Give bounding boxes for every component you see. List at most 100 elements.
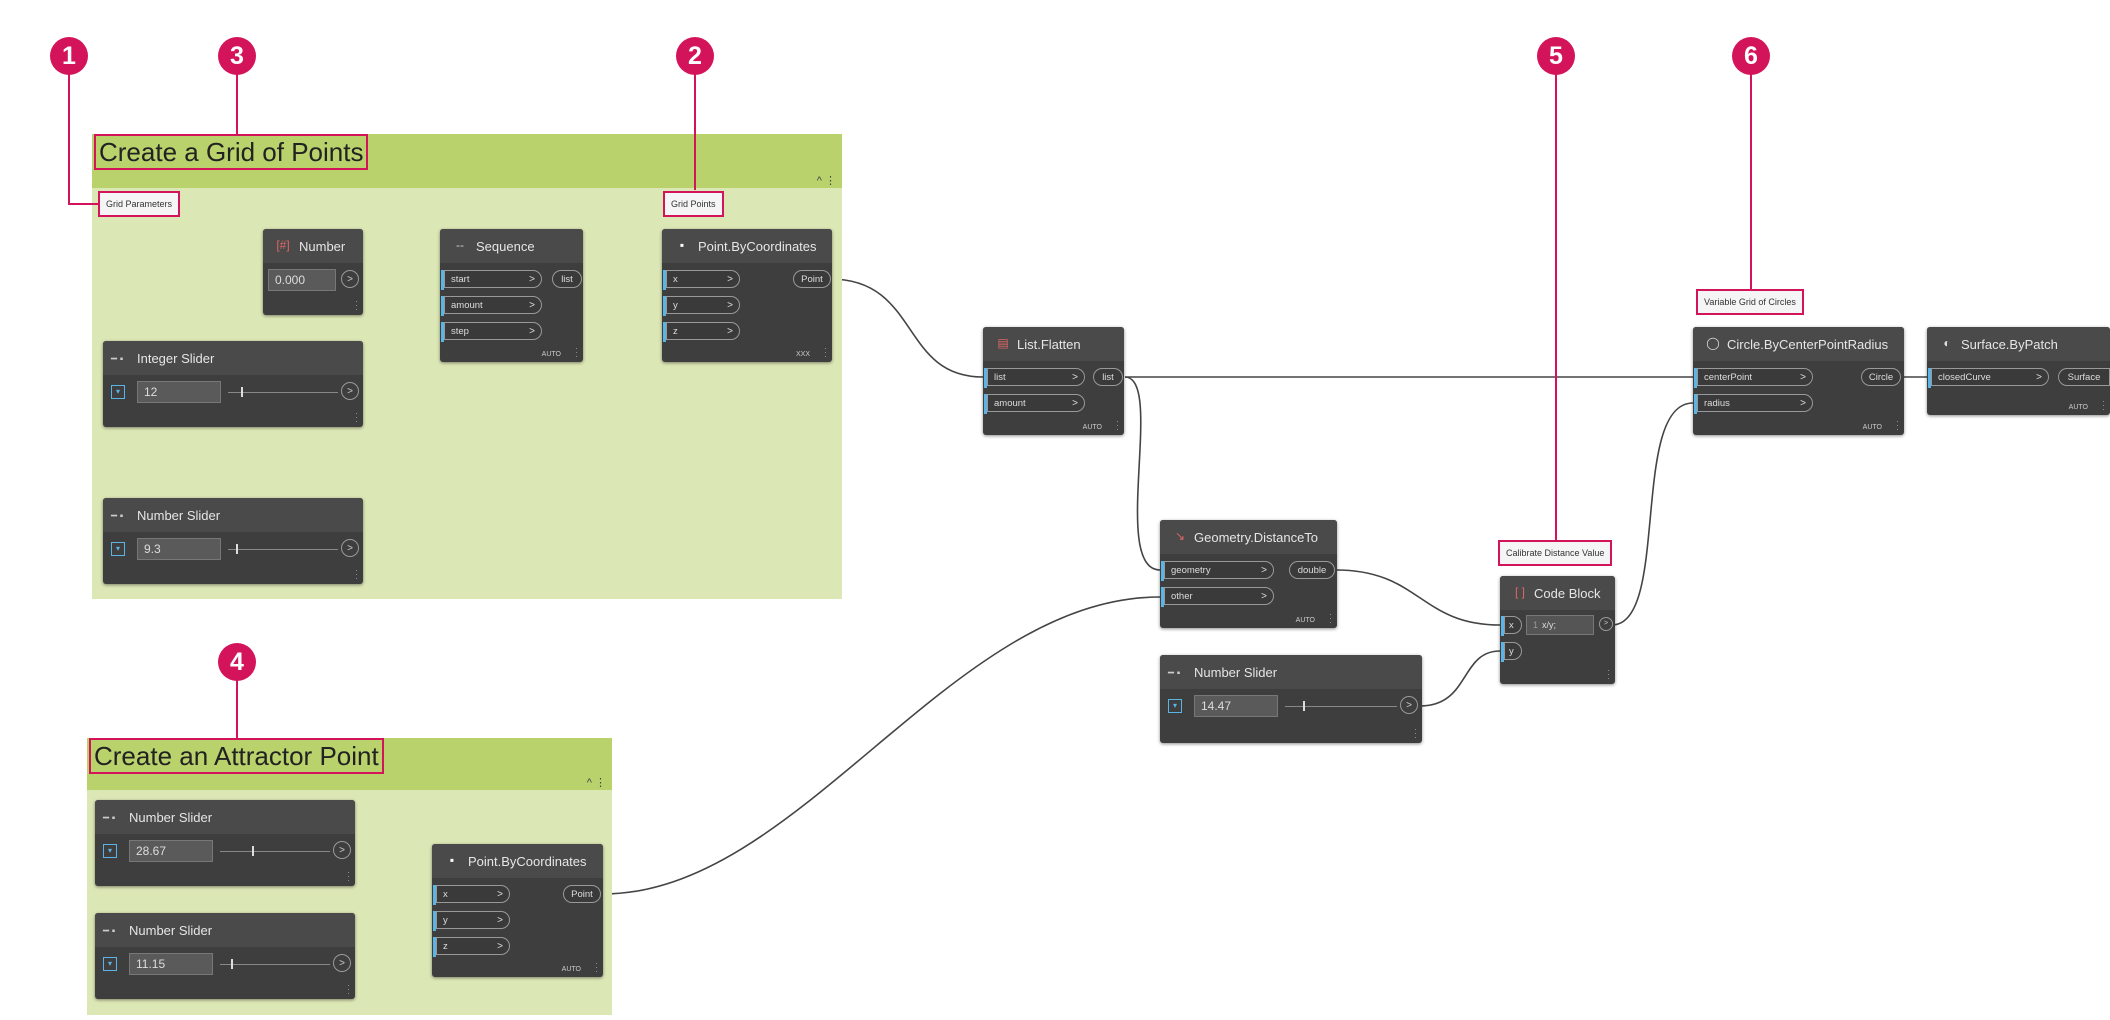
slider-track[interactable] [1285,706,1397,707]
point-by-coordinates-grid-node[interactable]: ▪ Point.ByCoordinates x> y> z> Point XXX… [662,229,832,362]
output-port[interactable]: > [341,270,359,288]
dropdown-expander-icon[interactable]: ▾ [111,385,125,399]
input-port-amount[interactable]: amount> [984,394,1085,414]
node-menu-dots-icon[interactable]: ··· [1414,724,1417,742]
node-menu-dots-icon[interactable]: ··· [575,343,578,361]
lacing-label[interactable]: XXX [795,351,810,358]
dropdown-expander-icon[interactable]: ▾ [1168,699,1182,713]
slider-value-input[interactable]: 11.15 [129,953,213,975]
node-menu-dots-icon[interactable]: ··· [347,867,350,885]
group-title-grid-of-points[interactable]: Create a Grid of Points [94,134,369,170]
input-port-y[interactable]: y [1501,642,1522,662]
input-port-x[interactable]: x> [663,270,740,290]
input-port-radius[interactable]: radius> [1694,394,1813,414]
output-port-list[interactable]: list [552,270,582,288]
input-port-closedcurve[interactable]: closedCurve> [1928,368,2049,388]
surface-by-patch-node[interactable]: ◐ Surface.ByPatch closedCurve> Surface A… [1927,327,2110,415]
output-port-point[interactable]: Point [793,270,831,288]
slider-track[interactable] [228,392,338,393]
node-menu-dots-icon[interactable]: ··· [347,980,350,998]
output-port-list[interactable]: list [1093,368,1123,386]
input-port-list[interactable]: list> [984,368,1085,388]
geometry-distance-to-node[interactable]: ↘ Geometry.DistanceTo geometry> other> d… [1160,520,1337,628]
slider-thumb[interactable] [252,846,254,856]
note-calibrate-distance[interactable]: Calibrate Distance Value [1498,540,1613,566]
node-menu-dots-icon[interactable]: ··· [2102,396,2105,414]
slider-thumb[interactable] [231,959,233,969]
integer-slider-node[interactable]: ━ ▪ Integer Slider ▾ 12 > ··· [103,341,363,427]
input-port-geometry[interactable]: geometry> [1161,561,1274,581]
node-header[interactable]: ━ ▪ Number Slider [95,800,355,834]
number-slider-calibrate-node[interactable]: ━ ▪ Number Slider ▾ 14.47 > ··· [1160,655,1422,743]
output-port[interactable]: > [341,539,359,557]
input-port-amount[interactable]: amount> [441,296,542,316]
node-header[interactable]: ━ ▪ Integer Slider [103,341,363,375]
slider-thumb[interactable] [1303,701,1305,711]
input-port-x[interactable]: x [1501,616,1522,636]
output-port-point[interactable]: Point [563,885,601,903]
slider-value-input[interactable]: 12 [137,381,221,403]
node-menu-dots-icon[interactable]: ··· [1116,416,1119,434]
node-menu-dots-icon[interactable]: ··· [355,565,358,583]
output-port[interactable]: > [1400,696,1418,714]
node-menu-dots-icon[interactable]: ··· [1607,665,1610,683]
dropdown-expander-icon[interactable]: ▾ [103,844,117,858]
group-title-attractor-point[interactable]: Create an Attractor Point [89,738,384,774]
node-header[interactable]: [ ] Code Block [1500,576,1615,610]
sequence-node[interactable]: -- Sequence start> amount> step> list AU… [440,229,583,362]
number-slider-x-node[interactable]: ━ ▪ Number Slider ▾ 28.67 > ··· [95,800,355,886]
note-variable-grid[interactable]: Variable Grid of Circles [1696,289,1804,315]
slider-thumb[interactable] [241,387,243,397]
dropdown-expander-icon[interactable]: ▾ [111,542,125,556]
collapse-caret-icon[interactable]: ^ ⋮ [816,175,836,187]
point-by-coordinates-attractor-node[interactable]: ▪ Point.ByCoordinates x> y> z> Point AUT… [432,844,603,977]
slider-track[interactable] [228,549,338,550]
input-port-y[interactable]: y> [663,296,740,316]
lacing-label[interactable]: AUTO [561,966,581,973]
node-header[interactable]: [#] Number [263,229,363,263]
slider-thumb[interactable] [236,544,238,554]
number-value-input[interactable]: 0.000 [268,269,336,291]
node-header[interactable]: ━ ▪ Number Slider [95,913,355,947]
node-header[interactable]: ━ ▪ Number Slider [1160,655,1422,689]
lacing-label[interactable]: AUTO [1295,617,1315,624]
dropdown-expander-icon[interactable]: ▾ [103,957,117,971]
output-port[interactable]: > [333,841,351,859]
input-port-z[interactable]: z> [433,937,510,957]
input-port-centerpoint[interactable]: centerPoint> [1694,368,1813,388]
node-header[interactable]: ▪ Point.ByCoordinates [432,844,603,878]
input-port-step[interactable]: step> [441,322,542,342]
output-port[interactable]: > [341,382,359,400]
input-port-other[interactable]: other> [1161,587,1274,607]
slider-value-input[interactable]: 28.67 [129,840,213,862]
input-port-start[interactable]: start> [441,270,542,290]
circle-by-center-point-radius-node[interactable]: ◯ Circle.ByCenterPointRadius centerPoint… [1693,327,1904,435]
slider-track[interactable] [220,964,330,965]
node-menu-dots-icon[interactable]: ··· [1329,609,1332,627]
node-menu-dots-icon[interactable]: ··· [824,343,827,361]
input-port-y[interactable]: y> [433,911,510,931]
list-flatten-node[interactable]: ▤ List.Flatten list> amount> list AUTO ·… [983,327,1124,435]
lacing-label[interactable]: AUTO [1082,424,1102,431]
node-header[interactable]: ↘ Geometry.DistanceTo [1160,520,1337,554]
slider-value-input[interactable]: 9.3 [137,538,221,560]
output-port[interactable]: > [1599,617,1613,631]
slider-value-input[interactable]: 14.47 [1194,695,1278,717]
input-port-x[interactable]: x> [433,885,510,905]
number-slider-y-node[interactable]: ━ ▪ Number Slider ▾ 11.15 > ··· [95,913,355,999]
note-grid-parameters[interactable]: Grid Parameters [98,191,181,217]
output-port-double[interactable]: double [1289,561,1335,579]
node-menu-dots-icon[interactable]: ··· [595,958,598,976]
output-port-circle[interactable]: Circle [1861,368,1901,386]
lacing-label[interactable]: AUTO [1862,424,1882,431]
node-menu-dots-icon[interactable]: ··· [355,296,358,314]
number-slider-node[interactable]: ━ ▪ Number Slider ▾ 9.3 > ··· [103,498,363,584]
output-port-surface[interactable]: Surface [2058,368,2110,386]
node-header[interactable]: ◐ Surface.ByPatch [1927,327,2110,361]
slider-track[interactable] [220,851,330,852]
node-menu-dots-icon[interactable]: ··· [1896,416,1899,434]
node-header[interactable]: -- Sequence [440,229,583,263]
node-header[interactable]: ━ ▪ Number Slider [103,498,363,532]
